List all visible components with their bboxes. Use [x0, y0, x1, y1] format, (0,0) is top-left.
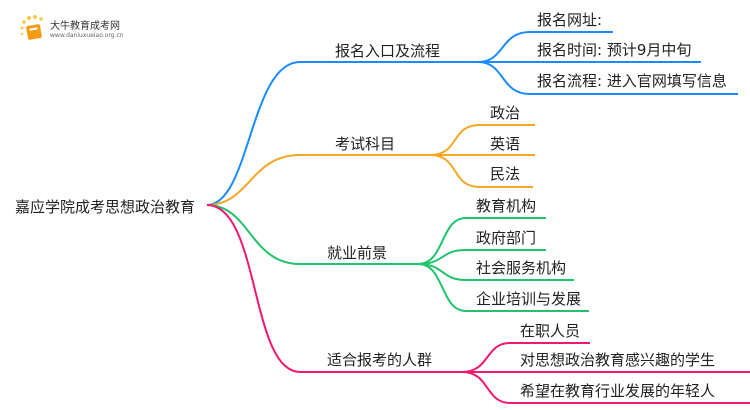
branch-line-career — [206, 204, 418, 265]
child-line — [477, 31, 613, 63]
child-line — [417, 249, 546, 265]
logo: 大牛教育成考网 www.daniuxueiao.org.cn — [18, 14, 124, 42]
branch-line-registration — [206, 61, 478, 206]
child-node: 教育机构 — [476, 197, 537, 215]
branch-audience: 适合报考的人群 — [327, 351, 433, 369]
child-node: 政治 — [490, 104, 521, 122]
branch-line-subjects — [206, 154, 430, 206]
child-line — [461, 371, 750, 404]
branch-career: 就业前景 — [327, 244, 388, 262]
child-line — [417, 217, 546, 265]
child-node: 报名时间: 预计9月中旬 — [537, 41, 692, 59]
root-node: 嘉应学院成考思想政治教育 — [15, 198, 196, 216]
child-node: 报名网址: — [537, 11, 603, 29]
child-line — [477, 61, 738, 95]
child-line — [461, 342, 590, 373]
child-line — [429, 154, 533, 188]
child-line — [417, 263, 589, 312]
child-node: 英语 — [490, 135, 521, 153]
child-node: 报名流程: 进入官网填写信息 — [537, 72, 727, 90]
child-node: 社会服务机构 — [476, 259, 567, 277]
branch-line-audience — [206, 204, 462, 373]
child-node: 民法 — [490, 165, 521, 183]
child-node: 企业培训与发展 — [476, 290, 582, 308]
child-node: 政府部门 — [476, 229, 537, 247]
child-line — [429, 124, 535, 156]
book-logo-icon — [20, 15, 43, 40]
branch-subjects: 考试科目 — [335, 135, 396, 153]
child-node: 对思想政治教育感兴趣的学生 — [520, 351, 716, 369]
child-node: 在职人员 — [520, 322, 581, 340]
logo-url: www.daniuxueiao.org.cn — [50, 32, 124, 39]
branch-registration: 报名入口及流程 — [335, 42, 441, 60]
child-node: 希望在教育行业发展的年轻人 — [520, 382, 716, 400]
logo-title: 大牛教育成考网 — [50, 21, 120, 32]
